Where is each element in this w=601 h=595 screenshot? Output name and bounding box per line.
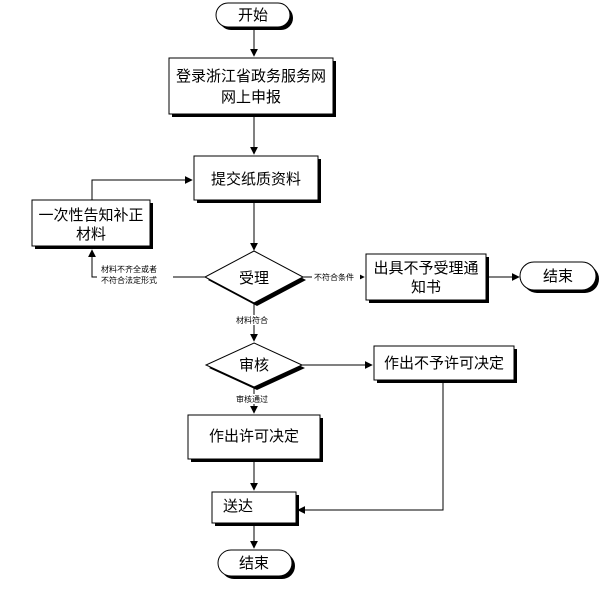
edge-label-review-passed: 审核通过 [236,394,268,404]
edge-label-incomplete-2: 不符合法定形式 [101,275,157,285]
edge-label-materials-ok: 材料符合 [236,315,268,325]
end-terminator-right: 结束 [519,261,599,293]
submit-box: 提交纸质资料 [193,155,321,203]
supplement-label-line1: 一次性告知补正 [38,206,143,224]
end-right-label: 结束 [543,267,573,285]
supplement-box: 一次性告知补正 材料 [31,199,153,249]
end-label: 结束 [239,554,269,572]
arrow-supplement-to-submit [91,176,193,200]
review-decision: 审核 [204,342,305,390]
accept-label: 受理 [239,269,269,287]
start-terminator: 开始 [215,2,293,30]
end-terminator: 结束 [217,549,295,579]
edge-label-not-qualified: 不符合条件 [314,272,354,282]
accept-decision: 受理 [203,250,306,306]
arrow-deny-to-deliver [297,381,444,514]
login-label-line2: 网上申报 [221,88,281,106]
grant-label: 作出许可决定 [209,427,299,445]
deny-label: 作出不予许可决定 [384,354,504,372]
reject-notice-label-line1: 出具不予受理通 [373,259,478,277]
grant-box: 作出许可决定 [187,414,323,462]
start-label: 开始 [238,6,268,24]
login-box: 登录浙江省政务服务网 网上申报 [168,57,336,117]
edge-labels: 材料不齐全或者 不符合法定形式 不符合条件 材料符合 审核通过 [97,262,360,404]
deny-box: 作出不予许可决定 [373,345,517,383]
deliver-label: 送达 [223,497,253,515]
edge-label-incomplete-1: 材料不齐全或者 [101,264,157,274]
login-label-line1: 登录浙江省政务服务网 [176,67,326,85]
deliver-box: 送达 [211,491,299,526]
supplement-label-line2: 材料 [76,225,106,243]
review-label: 审核 [239,356,269,374]
reject-notice-box: 出具不予受理通 知书 [365,253,489,303]
reject-notice-label-line2: 知书 [411,278,441,296]
submit-label: 提交纸质资料 [211,170,301,188]
